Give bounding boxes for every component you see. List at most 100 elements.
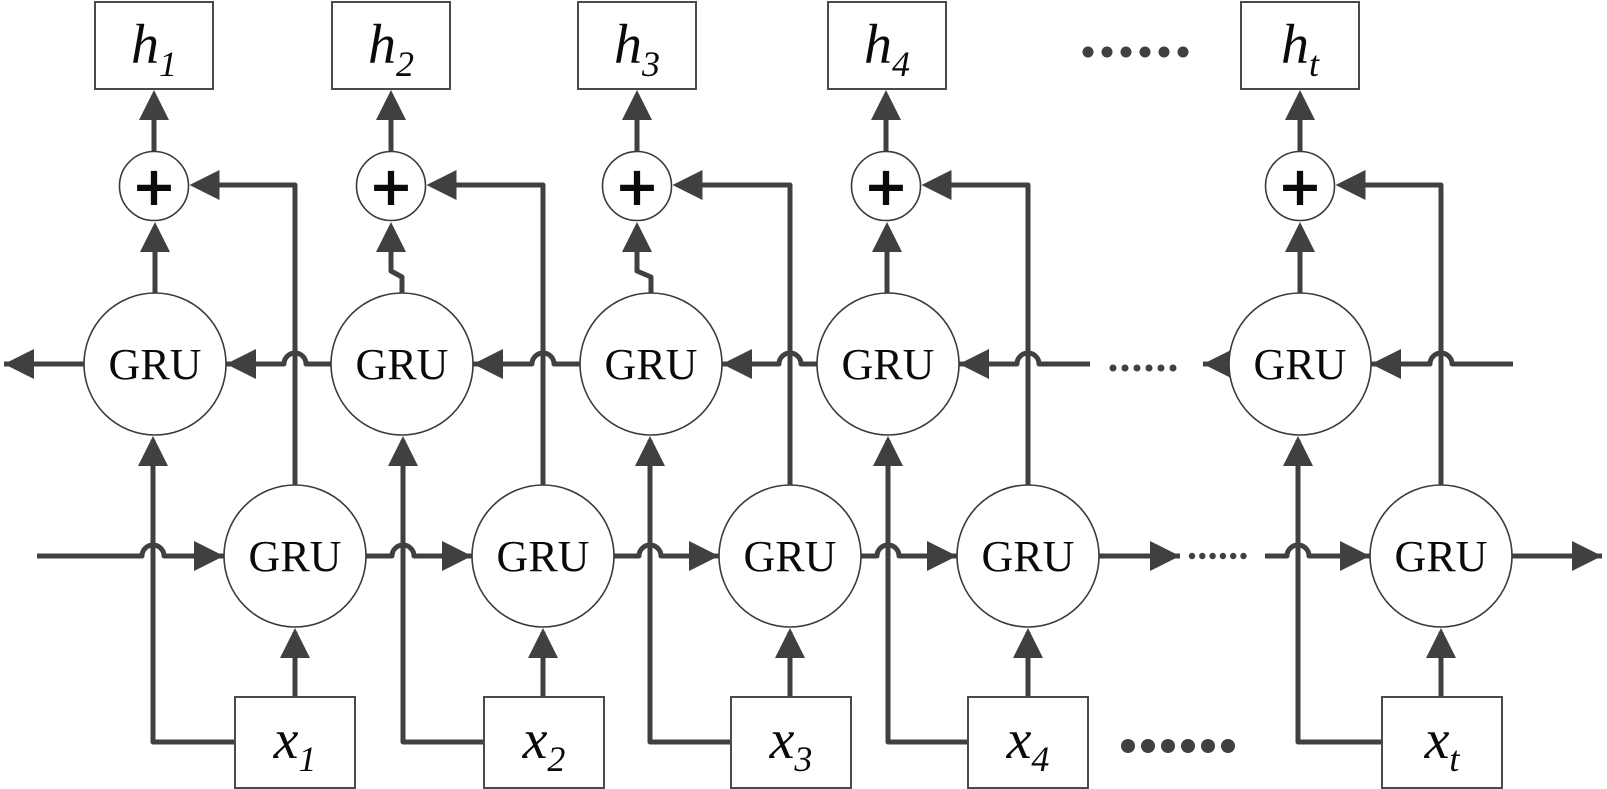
conn-fwgru-to-sum-1	[198, 182, 298, 486]
backward-chain-segment-4	[959, 350, 1090, 367]
forward-chain-segment-3	[861, 542, 957, 559]
arrow-sum-to-h-1	[139, 90, 169, 120]
arrow-x-to-fwgru-2	[528, 628, 558, 658]
ellipsis-dot	[1188, 552, 1196, 560]
arrow-sum-to-h-2	[376, 90, 406, 120]
forward-chain-segment-0	[37, 542, 224, 559]
x-label-1: x1	[273, 709, 317, 779]
backward-chain-arrow-1	[226, 349, 256, 379]
conn-x-to-bwgru-2	[400, 440, 484, 745]
arrow-sum-to-h-t	[1285, 90, 1315, 120]
arrow-fwgru-to-sum-2	[426, 170, 457, 200]
h-label-t: ht	[1281, 14, 1320, 84]
ellipsis-dot	[1082, 46, 1094, 58]
arrowheads	[4, 90, 1602, 658]
ellipsis-dot	[1240, 552, 1247, 560]
ellipsis-bottom	[1121, 739, 1235, 753]
ellipsis-dot	[1121, 739, 1135, 753]
ellipsis-dot	[1133, 364, 1141, 372]
ellipsis-dot	[1219, 552, 1227, 560]
forward-chain-arrow-5	[1340, 541, 1370, 571]
sum-label-4: +	[863, 155, 908, 218]
conn-fwgru-to-sum-t	[1344, 182, 1444, 486]
x-box-2	[483, 696, 605, 789]
backward-chain-arrow-6	[1371, 349, 1401, 379]
arrow-sum-to-h-4	[871, 90, 901, 120]
conn-fwgru-to-sum-2	[435, 182, 546, 486]
backward-gru-3	[579, 292, 723, 436]
h-label-1: h1	[131, 14, 177, 84]
forward-chain-arrow-6	[1572, 541, 1602, 571]
arrow-x-to-bwgru-2	[388, 436, 418, 466]
backward-gru-label-1: GRU	[109, 340, 202, 389]
backward-gru-label-t: GRU	[1254, 340, 1347, 389]
nodes	[83, 1, 1513, 789]
backward-chain-arrow-2	[473, 349, 503, 379]
sum-node-4	[850, 150, 922, 222]
ellipsis-dot	[1109, 364, 1117, 372]
ellipses	[1082, 46, 1247, 753]
sum-node-t	[1264, 150, 1336, 222]
sum-label-1: +	[131, 155, 176, 218]
forward-gru-label-1: GRU	[249, 532, 342, 581]
h-label-3: h3	[614, 14, 660, 84]
forward-chain-arrow-2	[689, 541, 719, 571]
arrow-fwgru-to-sum-3	[672, 170, 703, 200]
ellipsis-top	[1082, 46, 1189, 58]
arrow-fwgru-to-sum-1	[189, 170, 220, 200]
arrow-fwgru-to-sum-t	[1335, 170, 1366, 200]
backward-chain-arrow-4	[959, 349, 989, 379]
conn-x-to-bwgru-3	[647, 440, 731, 745]
h-label-2: h2	[368, 14, 414, 84]
labels: h1+GRUGRUx1h2+GRUGRUx2h3+GRUGRUx3h4+GRUG…	[109, 14, 1488, 779]
ellipsis-dot	[1209, 552, 1216, 560]
backward-gru-2	[330, 292, 474, 436]
ellipsis-dot	[1101, 46, 1113, 58]
arrow-x-to-fwgru-3	[775, 628, 805, 658]
forward-gru-label-t: GRU	[1395, 532, 1488, 581]
backward-gru-1	[83, 292, 227, 436]
ellipsis-dot	[1121, 364, 1129, 372]
conn-bwgru-to-sum-3	[634, 251, 654, 293]
forward-chain-arrow-1	[442, 541, 472, 571]
x-label-t: xt	[1424, 709, 1461, 779]
forward-gru-label-3: GRU	[744, 532, 837, 581]
backward-chain-segment-3	[722, 350, 818, 367]
conn-x-to-bwgru-4	[885, 440, 968, 745]
ellipsis-dot	[1199, 552, 1206, 560]
forward-chain-arrow-3	[927, 541, 957, 571]
ellipsis-bw_row	[1109, 364, 1177, 372]
ellipsis-dot	[1177, 46, 1189, 58]
arrow-bwgru-to-sum-3	[622, 222, 652, 252]
ellipsis-dot	[1221, 739, 1235, 753]
backward-gru-label-2: GRU	[356, 340, 449, 389]
arrow-x-to-bwgru-1	[138, 436, 168, 466]
h-box-3	[577, 1, 697, 90]
ellipsis-dot	[1139, 46, 1151, 58]
ellipsis-dot	[1120, 46, 1132, 58]
sum-label-2: +	[368, 155, 413, 218]
forward-chain-segment-2	[614, 542, 719, 559]
forward-gru-t	[1369, 484, 1513, 628]
x-box-4	[967, 696, 1089, 789]
backward-gru-t	[1228, 292, 1372, 436]
x-label-3: x3	[769, 709, 813, 779]
conn-fwgru-to-sum-4	[930, 182, 1031, 486]
backward-chain-arrow-0	[4, 349, 34, 379]
arrow-bwgru-to-sum-1	[140, 222, 170, 252]
conn-x-to-bwgru-1	[150, 440, 235, 745]
h-box-2	[331, 1, 451, 90]
ellipsis-dot	[1158, 46, 1170, 58]
arrow-x-to-bwgru-3	[635, 436, 665, 466]
arrow-bwgru-to-sum-2	[376, 222, 406, 252]
ellipsis-dot	[1157, 364, 1165, 372]
backward-gru-label-4: GRU	[842, 340, 935, 389]
forward-chain-segment-5	[1265, 542, 1370, 559]
ellipsis-dot	[1230, 552, 1237, 560]
arrow-fwgru-to-sum-4	[921, 170, 952, 200]
arrow-bwgru-to-sum-4	[872, 222, 902, 252]
forward-chain-segment-1	[366, 542, 472, 559]
backward-chain-segment-6	[1371, 350, 1513, 367]
sum-node-2	[355, 150, 427, 222]
